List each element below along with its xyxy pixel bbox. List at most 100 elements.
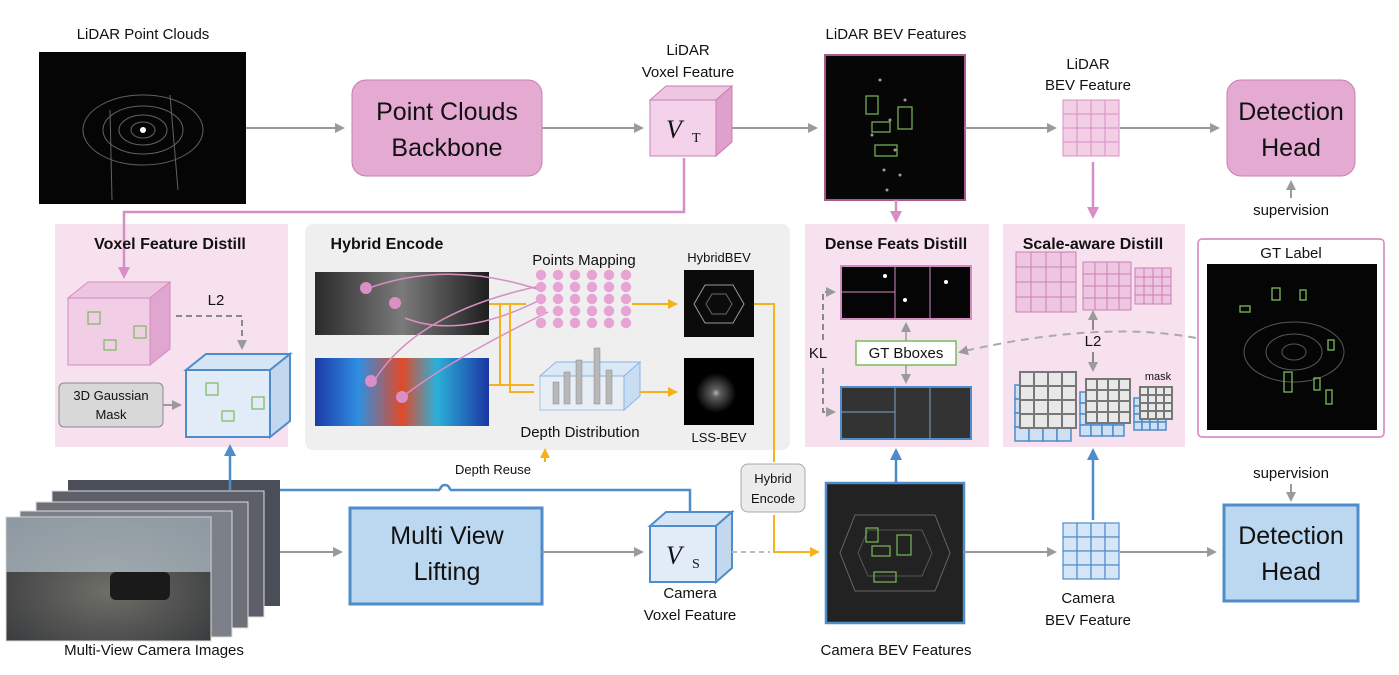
- lidar-bev-cell: [1076, 113, 1092, 129]
- voxel-feature-distill-title: Voxel Feature Distill: [94, 236, 246, 253]
- kl-label: KL: [809, 345, 827, 362]
- mapping-point: [620, 269, 632, 281]
- svg-text:Encode: Encode: [751, 491, 795, 506]
- teacher-scale-cell: [1015, 266, 1032, 283]
- mask-scale-cell: [1155, 394, 1165, 404]
- teacher-scale-cell: [1152, 276, 1163, 287]
- mapping-point: [603, 269, 615, 281]
- mask-scale-cell: [1107, 400, 1120, 413]
- hybrid-encode-title: Hybrid Encode: [331, 236, 444, 253]
- mask-scale-cell: [1118, 400, 1131, 413]
- student-scale-cell: [1141, 421, 1151, 431]
- student-scale-cell: [1149, 421, 1159, 431]
- svg-text:V: V: [666, 115, 685, 144]
- student-scale-cell: [1056, 426, 1072, 442]
- student-scale-cell: [1157, 421, 1167, 431]
- lss-bev-image: [684, 358, 754, 425]
- camera-bev-cell: [1076, 522, 1092, 538]
- teacher-scale-cell: [1060, 296, 1077, 313]
- lidar-bev-features-image: [824, 54, 966, 201]
- hybrid-bev-label: HybridBEV: [687, 250, 751, 265]
- svg-text:Backbone: Backbone: [391, 134, 502, 162]
- svg-text:GT Bboxes: GT Bboxes: [869, 345, 944, 362]
- teacher-scale-cell: [1082, 285, 1096, 299]
- lidar-bev-cell: [1076, 127, 1092, 143]
- scale-aware-distill-title: Scale-aware Distill: [1023, 236, 1164, 253]
- teacher-scale-cell: [1152, 267, 1163, 278]
- teacher-scale-cell: [1143, 276, 1154, 287]
- camera-bev-cell: [1062, 550, 1078, 566]
- teacher-scale-cell: [1094, 285, 1108, 299]
- multi-view-camera-images: [5, 480, 280, 642]
- mask-scale-cell: [1019, 399, 1035, 415]
- student-scale-cell: [1014, 426, 1030, 442]
- lidar-bev-cell: [1090, 99, 1106, 115]
- lidar-bev-cell: [1104, 127, 1120, 143]
- teacher-scale-cell: [1106, 297, 1120, 311]
- svg-text:Detection: Detection: [1238, 522, 1344, 550]
- lidar-bev-cell: [1076, 99, 1092, 115]
- mask-scale-cell: [1033, 385, 1049, 401]
- mask-scale-cell: [1033, 399, 1049, 415]
- lidar-bev-cell: [1062, 141, 1078, 157]
- mapping-point: [552, 281, 564, 293]
- points-mapping-grid: [535, 269, 632, 329]
- dense-feats-distill-title: Dense Feats Distill: [825, 236, 967, 253]
- camera-bev-cell: [1090, 536, 1106, 552]
- lidar-bev-cell: [1104, 99, 1120, 115]
- mapping-point: [586, 317, 598, 329]
- camera-voxel-feature-label-1: Camera: [663, 585, 717, 602]
- mask-scale-cell: [1163, 394, 1173, 404]
- depth-distribution-label: Depth Distribution: [520, 424, 639, 441]
- svg-text:3D Gaussian: 3D Gaussian: [73, 388, 148, 403]
- camera-bev-cell: [1104, 522, 1120, 538]
- teacher-scale-cell: [1143, 285, 1154, 296]
- multi-view-lifting-block: Multi View Lifting: [348, 506, 544, 606]
- teacher-scale-cell: [1060, 266, 1077, 283]
- mapping-point: [603, 293, 615, 305]
- teacher-scale-cell: [1030, 281, 1047, 298]
- mask-scale-cell: [1147, 402, 1157, 412]
- mask-scale-cell: [1096, 389, 1109, 402]
- lidar-point-cloud-image: [39, 52, 246, 204]
- mask-scale-cell: [1096, 400, 1109, 413]
- mapping-point: [586, 305, 598, 317]
- teacher-scale-cell: [1082, 297, 1096, 311]
- mask-scale-cell: [1019, 385, 1035, 401]
- lidar-voxel-feature-label-2: Voxel Feature: [642, 64, 735, 81]
- mapping-point: [569, 293, 581, 305]
- camera-voxel-feature-label-2: Voxel Feature: [644, 607, 737, 624]
- mask-scale-cell: [1107, 411, 1120, 424]
- mapping-point: [552, 293, 564, 305]
- mask-scale-cell: [1139, 386, 1149, 396]
- mapping-point: [552, 317, 564, 329]
- mask-label: mask: [1145, 371, 1172, 383]
- teacher-scale-cell: [1015, 281, 1032, 298]
- mask-scale-cell: [1147, 394, 1157, 404]
- teacher-scale-cell: [1118, 297, 1132, 311]
- mapping-point: [535, 305, 547, 317]
- mapping-point: [603, 305, 615, 317]
- lidar-bev-cell: [1090, 113, 1106, 129]
- mapping-point: [535, 269, 547, 281]
- svg-text:Hybrid: Hybrid: [754, 471, 792, 486]
- camera-bev-grid: [1062, 522, 1120, 580]
- mapping-point: [620, 317, 632, 329]
- student-scale-cell: [1101, 424, 1114, 437]
- mask-scale-cell: [1155, 386, 1165, 396]
- camera-bev-feature-label-2: BEV Feature: [1045, 612, 1131, 629]
- lidar-bev-features-label: LiDAR BEV Features: [826, 26, 967, 43]
- teacher-scale-cell: [1134, 285, 1145, 296]
- depth-reuse-label: Depth Reuse: [455, 462, 531, 477]
- camera-bev-cell: [1062, 536, 1078, 552]
- supervision-top-label: supervision: [1253, 202, 1329, 219]
- mapping-point: [552, 305, 564, 317]
- lidar-bev-feature-label-2: BEV Feature: [1045, 77, 1131, 94]
- mask-scale-cell: [1139, 394, 1149, 404]
- mapping-point: [586, 269, 598, 281]
- mask-scale-cell: [1155, 402, 1165, 412]
- mask-scale-cell: [1147, 386, 1157, 396]
- mask-scale-cell: [1019, 371, 1035, 387]
- svg-text:Multi View: Multi View: [390, 522, 504, 550]
